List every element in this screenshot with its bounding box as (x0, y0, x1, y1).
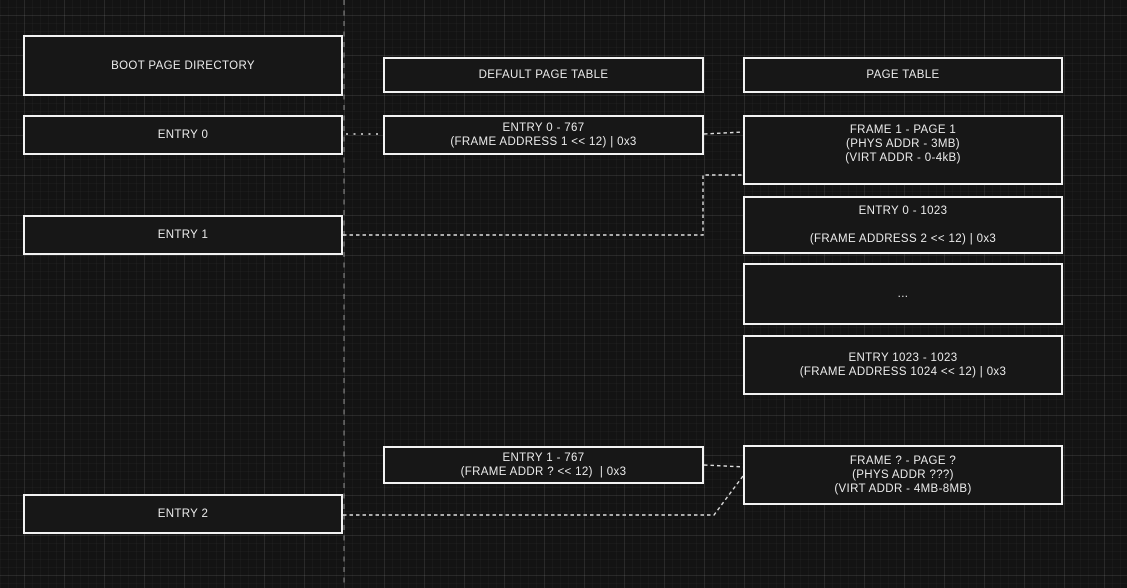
boot-page-directory-header-box[interactable]: BOOT PAGE DIRECTORY (23, 35, 343, 96)
frame-1-line2: (PHYS ADDR - 3MB) (846, 138, 960, 150)
default-entry-0-box[interactable]: ENTRY 0 - 767 (FRAME ADDRESS 1 << 12) | … (383, 115, 704, 155)
default-page-table-title: DEFAULT PAGE TABLE (478, 69, 609, 81)
boot-entry-1-label: ENTRY 1 (157, 229, 209, 241)
frame-q-line3: (VIRT ADDR - 4MB-8MB) (834, 483, 972, 495)
pt-entry-1023-line1: ENTRY 1023 - 1023 (848, 352, 958, 364)
boot-entry-2-box[interactable]: ENTRY 2 (23, 494, 343, 534)
default-entry-1-line1: ENTRY 1 - 767 (502, 452, 585, 464)
connector-default-entry0-to-frame1 (703, 131, 744, 135)
page-table-entry-1023-box[interactable]: ENTRY 1023 - 1023 (FRAME ADDRESS 1024 <<… (743, 335, 1063, 395)
page-table-frame-1-box[interactable]: FRAME 1 - PAGE 1 (PHYS ADDR - 3MB) (VIRT… (743, 115, 1063, 185)
default-entry-0-line1: ENTRY 0 - 767 (502, 122, 585, 134)
page-table-entry-0-box[interactable]: ENTRY 0 - 1023 (FRAME ADDRESS 2 << 12) |… (743, 196, 1063, 254)
boot-entry-2-label: ENTRY 2 (157, 508, 209, 520)
pt-entry-0-line1: ENTRY 0 - 1023 (858, 205, 948, 217)
page-table-title: PAGE TABLE (866, 69, 940, 81)
frame-q-line2: (PHYS ADDR ???) (852, 469, 954, 481)
pt-entry-1023-line2: (FRAME ADDRESS 1024 << 12) | 0x3 (799, 366, 1007, 378)
default-entry-1-box[interactable]: ENTRY 1 - 767 (FRAME ADDR ? << 12) | 0x3 (383, 446, 704, 484)
page-table-frame-q-box[interactable]: FRAME ? - PAGE ? (PHYS ADDR ???) (VIRT A… (743, 445, 1063, 505)
boot-entry-0-label: ENTRY 0 (157, 129, 209, 141)
connector-default-entry1-to-frame-q (703, 464, 746, 468)
default-entry-0-line2: (FRAME ADDRESS 1 << 12) | 0x3 (450, 136, 637, 148)
page-table-ellipsis-box[interactable]: ... (743, 263, 1063, 325)
page-table-header-box[interactable]: PAGE TABLE (743, 57, 1063, 93)
boot-entry-0-box[interactable]: ENTRY 0 (23, 115, 343, 155)
default-entry-1-line2: (FRAME ADDR ? << 12) | 0x3 (460, 466, 627, 478)
default-page-table-header-box[interactable]: DEFAULT PAGE TABLE (383, 57, 704, 93)
frame-1-line3: (VIRT ADDR - 0-4kB) (845, 152, 961, 164)
page-table-ellipsis-label: ... (897, 288, 909, 300)
pt-entry-0-line3: (FRAME ADDRESS 2 << 12) | 0x3 (809, 233, 997, 245)
boot-page-directory-title: BOOT PAGE DIRECTORY (111, 59, 255, 72)
frame-1-line1: FRAME 1 - PAGE 1 (849, 124, 957, 136)
frame-q-line1: FRAME ? - PAGE ? (849, 455, 957, 467)
boot-entry-1-box[interactable]: ENTRY 1 (23, 215, 343, 255)
connector-entry1-to-frame1 (343, 174, 743, 236)
